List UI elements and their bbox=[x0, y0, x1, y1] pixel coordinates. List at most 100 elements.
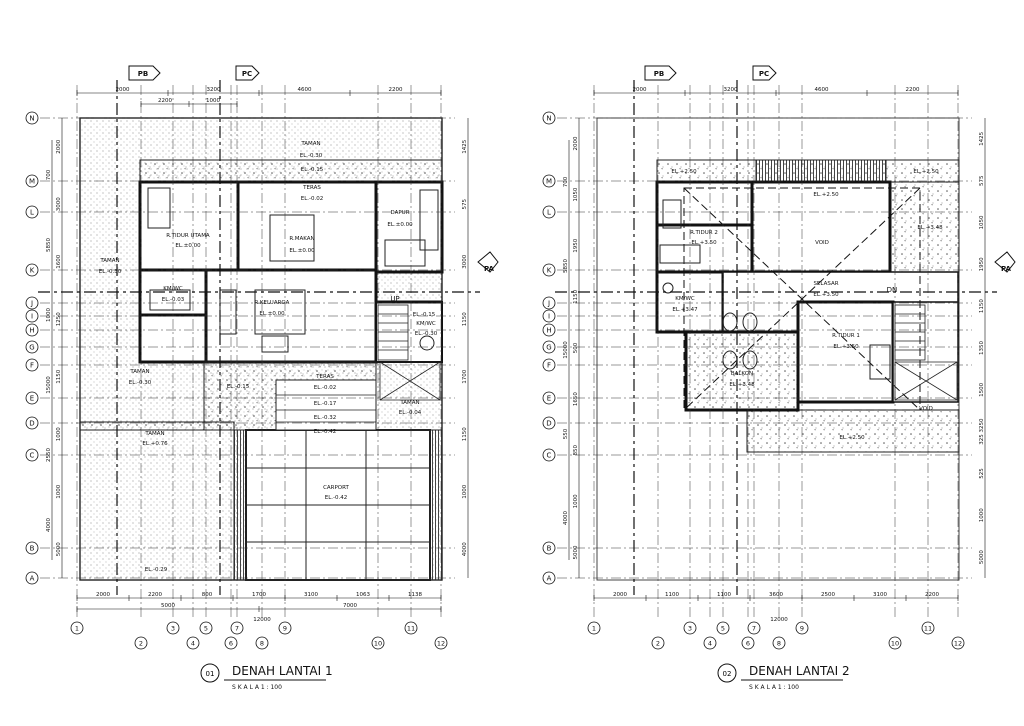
grid-row-bubble: J bbox=[542, 296, 556, 310]
dimension-value: 15000 bbox=[46, 376, 52, 394]
dimension-value: 5000 bbox=[161, 603, 175, 609]
dimension-value: 2550 bbox=[46, 448, 52, 462]
room-elevation: EL.-0.30 bbox=[300, 153, 323, 159]
section-marker-pa-1: PA bbox=[477, 251, 499, 273]
grid-col-bubble: 6 bbox=[741, 636, 755, 650]
grid-col-label: 2 bbox=[139, 640, 143, 648]
dimension-total: 12000 bbox=[770, 617, 788, 623]
grid-row-bubble: G bbox=[25, 340, 39, 354]
grid-row-bubble: C bbox=[25, 448, 39, 462]
dimension-value: 2000 bbox=[116, 87, 130, 93]
grid-col-label: 4 bbox=[191, 640, 195, 648]
grid-col-bubble: 12 bbox=[434, 636, 448, 650]
grid-col-bubble: 7 bbox=[747, 621, 761, 635]
roof-side bbox=[889, 181, 960, 273]
r-tidur-1 bbox=[796, 300, 895, 404]
grid-col-bubble: 8 bbox=[255, 636, 269, 650]
grid-col-bubble: 11 bbox=[921, 621, 935, 635]
roof-slats bbox=[755, 159, 887, 183]
dimension-value: 1000 bbox=[206, 98, 220, 104]
dimension-value: 1150 bbox=[56, 369, 62, 383]
grid-row-bubble: N bbox=[25, 111, 39, 125]
room-elevation: EL.+3.48 bbox=[917, 225, 943, 231]
room-name: R.TIDUR 1 bbox=[832, 333, 860, 339]
room-elevation: EL.+3.47 bbox=[672, 307, 698, 313]
dimension-value: 5000 bbox=[979, 550, 985, 564]
dimension-value: 1950 bbox=[573, 238, 579, 252]
grid-row-label: D bbox=[29, 420, 34, 428]
room-elevation: EL.-0.29 bbox=[145, 567, 168, 573]
dimension-value: 2000 bbox=[613, 592, 627, 598]
room-elevation: EL.-0.04 bbox=[399, 410, 422, 416]
grid-col-label: 3 bbox=[171, 625, 175, 633]
grid-row-label: H bbox=[546, 327, 551, 335]
room-elevation: EL.-0.15 bbox=[227, 384, 250, 390]
grid-row-bubble: K bbox=[542, 263, 556, 277]
dimension-value: 2200 bbox=[148, 592, 162, 598]
dimension-value: 1350 bbox=[979, 341, 985, 355]
dimension-value: 15000 bbox=[563, 341, 569, 359]
grid-col-label: 7 bbox=[235, 625, 239, 633]
dimension-value: 325 3250 bbox=[979, 418, 985, 445]
room-elevation: EL.-0.42 bbox=[314, 429, 337, 435]
grid-row-bubble: A bbox=[542, 571, 556, 585]
svg-text:PA: PA bbox=[1001, 265, 1011, 273]
room-elevation: EL.-0.30 bbox=[129, 380, 152, 386]
dimension-value: 3200 bbox=[207, 87, 221, 93]
room-name: CARPORT bbox=[323, 485, 349, 491]
grid-row-bubble: M bbox=[25, 174, 39, 188]
dimension-value: 1150 bbox=[979, 299, 985, 313]
room-elevation: EL.-0.30 bbox=[99, 269, 122, 275]
grid-col-label: 6 bbox=[746, 640, 750, 648]
plan-title: DENAH LANTAI 1 bbox=[232, 664, 333, 678]
grid-col-label: 4 bbox=[708, 640, 712, 648]
grid-col-bubble: 11 bbox=[404, 621, 418, 635]
balkon bbox=[684, 330, 800, 412]
room-elevation: EL.+2.50 bbox=[913, 169, 939, 175]
terrace-band bbox=[139, 159, 443, 183]
dimension-value: 2000 bbox=[633, 87, 647, 93]
section-marker-pb-1: PB bbox=[128, 65, 161, 81]
room-name: VOID bbox=[815, 240, 829, 246]
room-elevation: EL.+0.76 bbox=[142, 441, 168, 447]
grid-row-bubble: J bbox=[25, 296, 39, 310]
grid-row-bubble: H bbox=[542, 323, 556, 337]
dimension-value: 1000 bbox=[56, 427, 62, 441]
grid-row-bubble: K bbox=[25, 263, 39, 277]
grid-col-label: 5 bbox=[204, 625, 208, 633]
grid-row-label: M bbox=[546, 178, 552, 186]
room-name: DAPUR bbox=[390, 210, 409, 216]
grid-row-bubble: E bbox=[25, 391, 39, 405]
room-name: TAMAN bbox=[144, 431, 164, 437]
dimension-value: 1100 bbox=[665, 592, 679, 598]
dimension-value: 2000 bbox=[573, 136, 579, 150]
grid-col-label: 5 bbox=[721, 625, 725, 633]
grid-col-label: 11 bbox=[407, 625, 415, 633]
room-elevation: EL.-0.02 bbox=[301, 196, 324, 202]
grid-row-bubble: F bbox=[25, 358, 39, 372]
room-name: TAMAN bbox=[300, 141, 320, 147]
room-elevation: EL.±0.00 bbox=[387, 222, 413, 228]
grid-col-bubble: 8 bbox=[772, 636, 786, 650]
grid-col-label: 9 bbox=[283, 625, 287, 633]
dimension-value: 3100 bbox=[304, 592, 318, 598]
room-elevation: EL.-0.15 bbox=[301, 167, 324, 173]
step-lines bbox=[276, 394, 376, 423]
section-marker-pa-2: PA bbox=[994, 251, 1016, 273]
room-elevation: EL.+3.50 bbox=[813, 292, 839, 298]
room-elevation: EL.+3.50 bbox=[691, 240, 717, 246]
grid-col-bubble: 4 bbox=[186, 636, 200, 650]
grid-row-bubble: B bbox=[25, 541, 39, 555]
grid-row-bubble: C bbox=[542, 448, 556, 462]
plan-title: DENAH LANTAI 2 bbox=[749, 664, 850, 678]
grid-col-label: 3 bbox=[688, 625, 692, 633]
room-name: VOID bbox=[919, 406, 933, 412]
grid-row-label: E bbox=[30, 395, 34, 403]
grid-row-label: H bbox=[29, 327, 34, 335]
dimension-value: 4000 bbox=[563, 511, 569, 525]
room-name: BALKON bbox=[731, 371, 753, 377]
stair-down-label: DN bbox=[887, 286, 898, 294]
dimension-value: 575 bbox=[979, 175, 985, 186]
room-name: KM/WC bbox=[416, 321, 436, 327]
grid-row-bubble: E bbox=[542, 391, 556, 405]
